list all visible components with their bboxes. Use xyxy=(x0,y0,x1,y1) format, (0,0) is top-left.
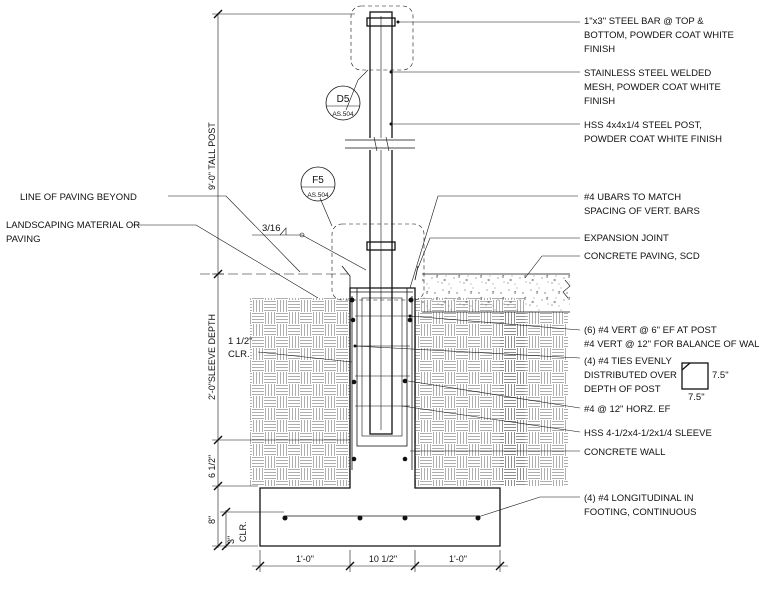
callout-line-of-paving: LINE OF PAVING BEYOND xyxy=(20,192,137,203)
callout-steel-bar: 1"x3" STEEL BAR @ TOP & BOTTOM, POWDER C… xyxy=(584,16,737,55)
bottom-steel-bar xyxy=(366,241,396,251)
callout-steel-post: HSS 4x4x1/4 STEEL POST, POWDER COAT WHIT… xyxy=(584,120,722,145)
dim-post-height: 9'-0" TALL POST xyxy=(207,122,217,190)
weld-size-label: 3/16 xyxy=(262,223,281,234)
dim-wall-width: 10 1/2" xyxy=(369,554,397,564)
soil-hatch xyxy=(250,298,568,486)
top-steel-bar xyxy=(366,17,396,27)
dim-left-toe: 1'-0" xyxy=(296,554,314,564)
dim-right-toe: 1'-0" xyxy=(449,554,467,564)
grade-line xyxy=(200,265,419,298)
dim-eight: 8" xyxy=(207,516,217,524)
dim-six-half: 6 1/2" xyxy=(207,455,217,478)
horizontal-dimensions: 1'-0" 10 1/2" 1'-0" xyxy=(252,550,508,572)
right-leaders xyxy=(354,21,581,518)
vertical-dimensions: 9'-0" TALL POST 2'-0"SLEEVE DEPTH 6 1/2"… xyxy=(207,9,355,551)
concrete-wall xyxy=(259,287,501,547)
leader-dots xyxy=(353,20,412,348)
callout-ties: (4) #4 TIES EVENLY DISTRIBUTED OVER DEPT… xyxy=(584,356,680,395)
dim-clr: CLR. xyxy=(238,521,248,542)
callout-longitudinal: (4) #4 LONGITUDINAL IN FOOTING, CONTINUO… xyxy=(584,493,696,518)
rebar xyxy=(282,291,481,521)
callout-concrete-paving: CONCRETE PAVING, SCD xyxy=(584,251,700,262)
hss-post xyxy=(345,11,415,435)
detail-tag-sheet: AS.504 xyxy=(332,111,354,118)
hss-sleeve xyxy=(356,287,408,447)
detail-tag-sheet: AS.504 xyxy=(307,192,329,199)
callout-ubars: #4 UBARS TO MATCH SPACING OF VERT. BARS xyxy=(584,192,700,217)
callout-mesh: STAINLESS STEEL WELDED MESH, POWDER COAT… xyxy=(584,68,724,107)
callout-vert-bars: (6) #4 VERT @ 6" EF AT POST #4 VERT @ 12… xyxy=(584,325,760,350)
tie-detail: 7.5" 7.5" xyxy=(681,362,729,403)
left-leaders xyxy=(132,195,353,363)
detail-tag-id: F5 xyxy=(312,175,324,186)
right-callouts: 1"x3" STEEL BAR @ TOP & BOTTOM, POWDER C… xyxy=(584,16,760,518)
detail-tag-id: D5 xyxy=(337,94,350,105)
callout-sleeve: HSS 4-1/2x4-1/2x1/4 SLEEVE xyxy=(584,428,712,439)
callout-concrete-wall: CONCRETE WALL xyxy=(584,447,665,458)
concrete-paving xyxy=(422,273,571,313)
callout-expansion-joint: EXPANSION JOINT xyxy=(584,233,669,244)
callout-horz-bars: #4 @ 12" HORZ. EF xyxy=(584,404,671,415)
callout-landscaping: LANDSCAPING MATERIAL OR PAVING xyxy=(6,220,143,245)
detail-tag-d5[interactable]: D5 AS.504 xyxy=(325,85,361,121)
dim-sleeve-depth: 2'-0"SLEEVE DEPTH xyxy=(207,314,217,400)
tie-dim-bottom: 7.5" xyxy=(688,392,705,403)
callout-clearance: 1 1/2" CLR. xyxy=(228,336,255,360)
tie-dim-right: 7.5" xyxy=(712,370,729,381)
weld-symbol: 3/16 xyxy=(252,223,367,271)
detail-clouds xyxy=(319,5,425,301)
dim-three: 3" xyxy=(226,536,236,544)
left-callouts: LINE OF PAVING BEYOND LANDSCAPING MATERI… xyxy=(6,192,255,360)
detail-tag-f5[interactable]: F5 AS.504 xyxy=(300,166,336,202)
